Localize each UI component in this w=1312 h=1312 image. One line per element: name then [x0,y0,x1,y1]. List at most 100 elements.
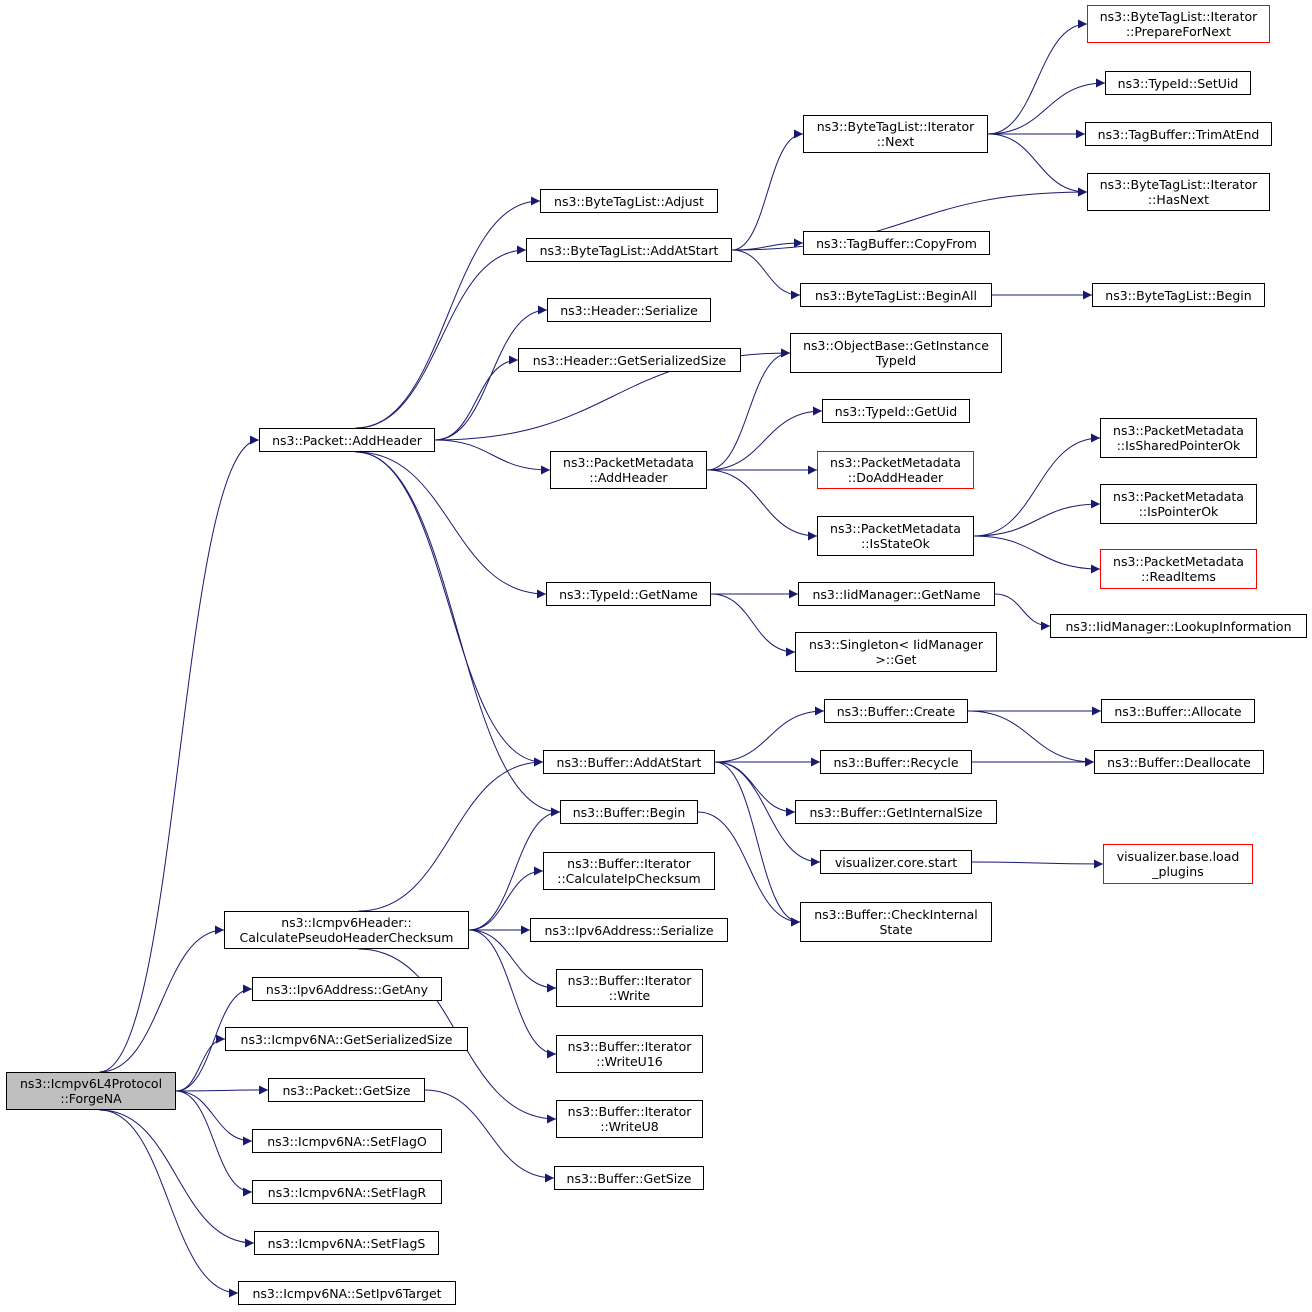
node-viz-core-start[interactable]: visualizer.core.start [820,850,972,874]
node-na-setflags[interactable]: ns3::Icmpv6NA::SetFlagS [254,1231,439,1255]
edge-viz_core_start-to-viz_base_load [971,859,1104,869]
node-pm-doaddheader[interactable]: ns3::PacketMetadata ::DoAddHeader [817,451,974,489]
node-ob-getinst[interactable]: ns3::ObjectBase::GetInstance TypeId [790,333,1002,373]
node-label: ns3::Buffer::Iterator ::WriteU16 [567,1039,692,1069]
node-bi-calcip[interactable]: ns3::Buffer::Iterator ::CalculateIpCheck… [543,852,715,890]
node-label: ns3::Singleton< IidManager >::Get [808,637,984,667]
node-label: ns3::Buffer::Allocate [1114,703,1242,719]
node-hdr-getsersize[interactable]: ns3::Header::GetSerializedSize [518,348,741,372]
node-bi-writeu8[interactable]: ns3::Buffer::Iterator ::WriteU8 [556,1100,703,1138]
node-buf-addatstart[interactable]: ns3::Buffer::AddAtStart [543,750,715,774]
node-buf-allocate[interactable]: ns3::Buffer::Allocate [1101,699,1255,723]
node-na-setflago[interactable]: ns3::Icmpv6NA::SetFlagO [252,1129,442,1153]
node-icmp-calc[interactable]: ns3::Icmpv6Header:: CalculatePseudoHeade… [224,911,469,949]
node-btl-adjust[interactable]: ns3::ByteTagList::Adjust [540,189,718,213]
node-label: ns3::Ipv6Address::Serialize [544,922,714,938]
node-buf-getinternalsize[interactable]: ns3::Buffer::GetInternalSize [795,800,997,824]
edge-root-to-ipv6_getany [175,984,253,1092]
node-viz-base-load[interactable]: visualizer.base.load _plugins [1103,844,1253,884]
node-label: ns3::Buffer::CheckInternal State [814,907,978,937]
node-label: ns3::ByteTagList::Iterator ::PrepareForN… [1099,9,1258,39]
node-pm-readitems[interactable]: ns3::PacketMetadata ::ReadItems [1100,549,1257,589]
node-na-setflagr[interactable]: ns3::Icmpv6NA::SetFlagR [252,1180,442,1204]
edge-pm_isstateok-to-pm_readitems [973,535,1101,574]
node-label: ns3::Icmpv6Header:: CalculatePseudoHeade… [239,915,454,945]
node-label: ns3::PacketMetadata ::DoAddHeader [830,455,961,485]
node-buf-begin[interactable]: ns3::Buffer::Begin [560,800,698,824]
node-label: ns3::Buffer::AddAtStart [556,754,702,770]
node-buf-deallocate[interactable]: ns3::Buffer::Deallocate [1094,750,1264,774]
edge-icmp_calc-to-bi_writeu16 [468,929,557,1059]
edge-icmp_calc-to-bi_calcip [468,866,544,931]
node-ipv6-getany[interactable]: ns3::Ipv6Address::GetAny [252,977,442,1001]
edge-btli_next-to-btli_hasnext [987,133,1088,197]
node-label: ns3::PacketMetadata ::IsPointerOk [1113,489,1244,519]
edge-pkt_addheader-to-btl_adjust [355,196,541,429]
node-na-settarget[interactable]: ns3::Icmpv6NA::SetIpv6Target [238,1281,456,1305]
node-label: ns3::Buffer::GetSize [566,1170,692,1186]
node-tb-trimatend[interactable]: ns3::TagBuffer::TrimAtEnd [1085,122,1272,146]
node-pm-isstateok[interactable]: ns3::PacketMetadata ::IsStateOk [817,516,974,556]
node-pm-issharedptr[interactable]: ns3::PacketMetadata ::IsSharedPointerOk [1100,418,1257,458]
edge-pm_addheader-to-ob_getinst [706,348,791,471]
node-pm-ispointerok[interactable]: ns3::PacketMetadata ::IsPointerOk [1100,484,1257,524]
node-label: ns3::Buffer::Iterator ::Write [567,973,692,1003]
node-label: ns3::Ipv6Address::GetAny [265,981,429,997]
node-buf-getsize[interactable]: ns3::Buffer::GetSize [554,1166,704,1190]
node-root[interactable]: ns3::Icmpv6L4Protocol ::ForgeNA [6,1072,176,1110]
edge-pkt_getsize-to-buf_getsize [424,1089,555,1183]
node-label: ns3::PacketMetadata ::IsSharedPointerOk [1113,423,1244,453]
node-buf-recycle[interactable]: ns3::Buffer::Recycle [820,750,972,774]
node-bi-write[interactable]: ns3::Buffer::Iterator ::Write [556,969,703,1007]
node-typeid-setuid[interactable]: ns3::TypeId::SetUid [1105,71,1251,95]
node-iid-lookup[interactable]: ns3::IidManager::LookupInformation [1050,614,1307,638]
node-label: ns3::Icmpv6NA::SetFlagS [267,1235,426,1251]
node-pm-addheader[interactable]: ns3::PacketMetadata ::AddHeader [550,451,707,489]
node-buf-create[interactable]: ns3::Buffer::Create [824,699,968,723]
node-pkt-getsize[interactable]: ns3::Packet::GetSize [268,1078,425,1102]
node-typeid-getname[interactable]: ns3::TypeId::GetName [546,582,711,606]
node-label: ns3::Icmpv6NA::GetSerializedSize [240,1031,453,1047]
node-tb-copyfrom[interactable]: ns3::TagBuffer::CopyFrom [803,231,990,255]
node-ipv6-serialize[interactable]: ns3::Ipv6Address::Serialize [530,918,728,942]
edge-root-to-na_getsersize [175,1034,226,1092]
node-typeid-getuid[interactable]: ns3::TypeId::GetUid [822,399,970,423]
edge-pm_addheader-to-typeid_getuid [706,406,823,471]
node-label: ns3::Buffer::GetInternalSize [809,804,983,820]
node-label: ns3::Packet::AddHeader [272,432,422,448]
node-iid-getname[interactable]: ns3::IidManager::GetName [798,582,995,606]
edge-root-to-pkt_getsize [175,1085,269,1095]
edge-pm_isstateok-to-pm_ispointerok [973,499,1101,537]
node-label: ns3::Header::Serialize [560,302,698,318]
node-na-getsersize[interactable]: ns3::Icmpv6NA::GetSerializedSize [225,1027,468,1051]
node-pkt-addheader[interactable]: ns3::Packet::AddHeader [259,428,435,452]
node-bi-writeu16[interactable]: ns3::Buffer::Iterator ::WriteU16 [556,1035,703,1073]
edge-btl_addatstart-to-btl_beginall [731,249,801,300]
node-label: ns3::ByteTagList::Iterator ::Next [816,119,975,149]
node-label: ns3::Buffer::Iterator ::WriteU8 [567,1104,692,1134]
node-btl-addatstart[interactable]: ns3::ByteTagList::AddAtStart [526,238,732,262]
node-buf-checkinternal[interactable]: ns3::Buffer::CheckInternal State [800,902,992,942]
edge-root-to-na_setflagr [175,1090,253,1197]
edge-btli_next-to-typeid_setuid [987,78,1106,135]
node-label: ns3::Icmpv6L4Protocol ::ForgeNA [19,1076,163,1106]
node-btl-beginall[interactable]: ns3::ByteTagList::BeginAll [800,283,992,307]
node-hdr-serialize[interactable]: ns3::Header::Serialize [547,298,711,322]
node-label: ns3::ByteTagList::Adjust [554,193,704,209]
node-label: ns3::Icmpv6NA::SetFlagO [267,1133,427,1149]
node-label: ns3::IidManager::GetName [812,586,981,602]
node-singleton-get[interactable]: ns3::Singleton< IidManager >::Get [795,632,997,672]
node-label: visualizer.core.start [834,854,958,870]
node-label: ns3::PacketMetadata ::ReadItems [1113,554,1244,584]
node-btli-next[interactable]: ns3::ByteTagList::Iterator ::Next [803,115,988,153]
edge-root-to-pkt_addheader [99,435,260,1073]
node-btli-hasnext[interactable]: ns3::ByteTagList::Iterator ::HasNext [1087,173,1270,211]
node-btl-begin[interactable]: ns3::ByteTagList::Begin [1092,283,1265,307]
edge-btl_addatstart-to-tb_copyfrom [731,238,804,251]
edge-icmp_calc-to-bi_write [468,929,557,993]
node-label: ns3::Buffer::Recycle [833,754,959,770]
node-label: ns3::Icmpv6NA::SetIpv6Target [252,1285,442,1301]
node-label: ns3::PacketMetadata ::AddHeader [563,455,694,485]
node-btli-prepare[interactable]: ns3::ByteTagList::Iterator ::PrepareForN… [1087,5,1270,43]
